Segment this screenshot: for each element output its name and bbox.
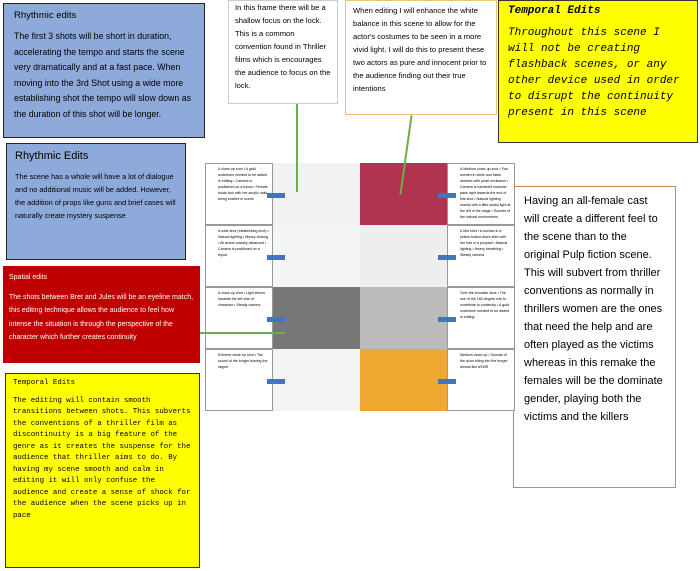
box-body: The scene has a whole will have a lot of… (15, 172, 176, 220)
shot-notes: A close-up shot • A gold undertone neede… (205, 163, 273, 225)
shot-image (360, 349, 447, 411)
blue-arrow (267, 317, 285, 322)
shot-notes: A wide shot (establishing shot) • Natura… (205, 225, 273, 287)
box-body: The editing will contain smooth transiti… (13, 396, 191, 520)
box-title: Temporal Edits (13, 379, 76, 387)
blue-arrow (267, 379, 285, 384)
blue-arrow (438, 193, 456, 198)
storyboard-shot: A Medium close-up shot • Two women in wh… (360, 163, 515, 225)
blue-arrow (438, 255, 456, 260)
white-balance-note: When editing I will enhance the white ba… (345, 0, 497, 115)
box-title: Rhythmic Edits (15, 150, 89, 162)
temporal-edits-box-left: Temporal Edits The editing will contain … (5, 373, 200, 568)
blue-arrow (438, 317, 456, 322)
shot-image (273, 225, 360, 287)
rhythmic-edits-box-1: Rhythmic edits The first 3 shots will be… (3, 3, 205, 138)
temporal-edits-box-right: Temporal Edits Throughout this scene I w… (498, 0, 698, 143)
shot-notes: Over the shoulder shot • The use of the … (447, 287, 515, 349)
green-arrow (200, 332, 285, 334)
shot-notes: A Medium close-up shot • Two women in wh… (447, 163, 515, 225)
storyboard-shot: Over the shoulder shot • The use of the … (360, 287, 515, 349)
storyboard-shot: A close-up shot • A gold undertone neede… (205, 163, 360, 225)
storyboard-shot: Medium close-up • Sounds of the actor bi… (360, 349, 515, 411)
blue-arrow (267, 255, 285, 260)
spatial-edits-box: Spatial edits The shots between Bret and… (3, 266, 200, 363)
shot-image (273, 349, 360, 411)
storyboard-grid: A close-up shot • A gold undertone neede… (205, 163, 515, 411)
shot-image (273, 287, 360, 349)
rhythmic-edits-box-2: Rhythmic Edits The scene has a whole wil… (6, 143, 186, 260)
box-title: Rhythmic edits (14, 10, 77, 21)
shot-image (360, 287, 447, 349)
shot-notes: A Mid shot • A woman in a yellow button-… (447, 225, 515, 287)
box-body: Throughout this scene I will not be crea… (508, 27, 680, 119)
green-arrow (296, 104, 298, 192)
box-title: Temporal Edits (508, 5, 601, 17)
storyboard-shot: A wide shot (establishing shot) • Natura… (205, 225, 360, 287)
shot-image (273, 163, 360, 225)
box-body: The shots between Bret and Jules will be… (9, 293, 194, 342)
blue-arrow (267, 193, 285, 198)
shot-notes: A close-up shot • Light shines towards t… (205, 287, 273, 349)
box-title: Spatial edits (9, 274, 48, 281)
storyboard-shot: Extreme close-up shot • The sound of the… (205, 349, 360, 411)
blue-arrow (438, 379, 456, 384)
shot-notes: Medium close-up • Sounds of the actor bi… (447, 349, 515, 411)
shot-notes: Extreme close-up shot • The sound of the… (205, 349, 273, 411)
female-cast-note: Having an all-female cast will create a … (513, 186, 676, 488)
focus-note: In this frame there will be a shallow fo… (228, 0, 338, 104)
storyboard-shot: A close-up shot • Light shines towards t… (205, 287, 360, 349)
shot-image (360, 225, 447, 287)
box-body: The first 3 shots will be short in durat… (14, 31, 192, 119)
storyboard-shot: A Mid shot • A woman in a yellow button-… (360, 225, 515, 287)
